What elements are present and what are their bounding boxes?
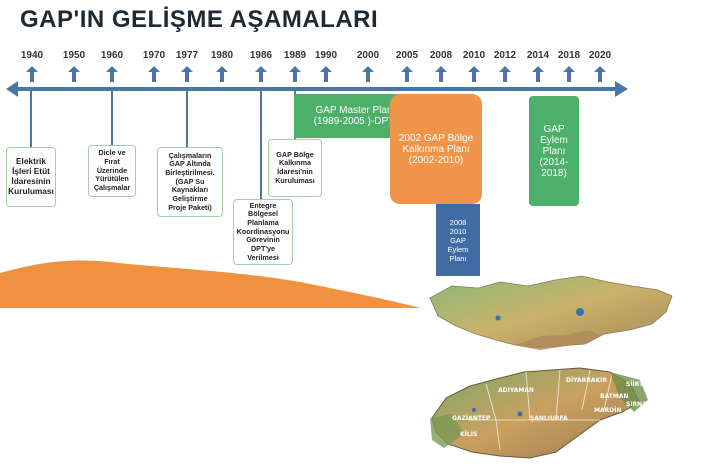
up-arrow-icon	[320, 66, 332, 82]
gap-region-borders	[468, 369, 613, 451]
year-label-1990: 1990	[314, 50, 338, 61]
region-label-diyarbakir: DİYARBAKIR	[566, 377, 607, 384]
plan-text: GAP Master Plan (1989-2005 )-DPT	[313, 105, 395, 127]
region-label-mardin: MARDİN	[594, 407, 621, 414]
up-arrow-icon	[106, 66, 118, 82]
up-arrow-icon	[401, 66, 413, 82]
lake-icon	[576, 308, 584, 316]
up-arrow-icon	[532, 66, 544, 82]
up-arrow-icon	[563, 66, 575, 82]
event-connector	[260, 91, 262, 199]
up-arrow-icon	[216, 66, 228, 82]
lake-icon	[495, 315, 501, 321]
region-label-gaziantep: GAZİANTEP	[452, 415, 491, 422]
up-arrow-icon	[26, 66, 38, 82]
year-label-1989: 1989	[283, 50, 307, 61]
event-connector	[186, 91, 188, 147]
year-label-1950: 1950	[62, 50, 86, 61]
lake-icon	[517, 411, 523, 417]
plan-text: 2002 GAP Bölge Kalkınma Planı (2002-2010…	[398, 132, 474, 166]
lake-icon	[472, 408, 476, 412]
region-label-adiyaman: ADIYAMAN	[498, 387, 534, 394]
up-arrow-icon	[499, 66, 511, 82]
event-box-1960: Dicle ve Fırat Üzerinde Yürütülen Çalışm…	[88, 145, 136, 197]
up-arrow-icon	[255, 66, 267, 82]
up-arrow-icon	[289, 66, 301, 82]
timeline-right-arrowhead	[615, 81, 628, 97]
year-label-1977: 1977	[175, 50, 199, 61]
plan-text: 2008 2010 GAP Eylem Planı	[447, 217, 469, 263]
event-text: Çalışmaların GAP Altında Birleştirilmesi…	[165, 150, 215, 212]
year-label-1970: 1970	[142, 50, 166, 61]
plan-box-bolge-kalkinma: 2002 GAP Bölge Kalkınma Planı (2002-2010…	[390, 94, 482, 204]
event-box-1940: Elektrik İşleri Etüt İdaresinin Kuruluma…	[6, 147, 56, 207]
region-label-sirnak: ŞIRNAK	[626, 401, 652, 408]
year-label-2000: 2000	[356, 50, 380, 61]
up-arrow-icon	[468, 66, 480, 82]
up-arrow-icon	[181, 66, 193, 82]
plan-box-eylem-2008: 2008 2010 GAP Eylem Planı	[436, 204, 480, 276]
year-label-1980: 1980	[210, 50, 234, 61]
region-label-siirt: SİİRT	[626, 381, 644, 388]
timeline-left-arrowhead	[6, 81, 18, 97]
gap-region-fold	[430, 414, 464, 448]
event-connector	[111, 91, 113, 145]
up-arrow-icon	[594, 66, 606, 82]
gap-region-fold	[610, 372, 648, 412]
event-box-1986: Entegre Bölgesel Planlama Koordinasyonu …	[233, 199, 293, 265]
event-box-1977: Çalışmaların GAP Altında Birleştirilmesi…	[157, 147, 223, 217]
event-connector	[30, 91, 32, 147]
year-label-1986: 1986	[249, 50, 273, 61]
event-text: Elektrik İşleri Etüt İdaresinin Kuruluma…	[8, 156, 54, 196]
year-label-2012: 2012	[493, 50, 517, 61]
region-label-kilis: KİLİS	[460, 431, 477, 438]
page-title: GAP'IN GELİŞME AŞAMALARI	[20, 6, 379, 33]
year-label-2010: 2010	[462, 50, 486, 61]
year-label-2020: 2020	[588, 50, 612, 61]
terrain-shape	[0, 260, 420, 308]
event-text: GAP Bölge Kalkınma İdaresi'nin Kurulumas…	[275, 149, 315, 185]
up-arrow-icon	[435, 66, 447, 82]
up-arrow-icon	[362, 66, 374, 82]
year-label-2005: 2005	[395, 50, 419, 61]
year-label-2014: 2014	[526, 50, 550, 61]
event-text: Dicle ve Fırat Üzerinde Yürütülen Çalışm…	[93, 148, 131, 192]
event-box-1989: GAP Bölge Kalkınma İdaresi'nin Kurulumas…	[268, 139, 322, 197]
plan-box-eylem-2014: GAP Eylem Planı (2014- 2018)	[529, 96, 579, 206]
year-label-2018: 2018	[557, 50, 581, 61]
year-label-1960: 1960	[100, 50, 124, 61]
turkey-map-south	[515, 330, 600, 350]
up-arrow-icon	[68, 66, 80, 82]
turkey-map	[429, 275, 673, 349]
region-label-sanliurfa: ŞANLIURFA	[530, 415, 568, 422]
region-label-batman: BATMAN	[600, 393, 628, 400]
up-arrow-icon	[148, 66, 160, 82]
year-label-1940: 1940	[20, 50, 44, 61]
event-text: Entegre Bölgesel Planlama Koordinasyonu …	[236, 200, 290, 262]
year-label-2008: 2008	[429, 50, 453, 61]
plan-text: GAP Eylem Planı (2014- 2018)	[539, 123, 569, 179]
